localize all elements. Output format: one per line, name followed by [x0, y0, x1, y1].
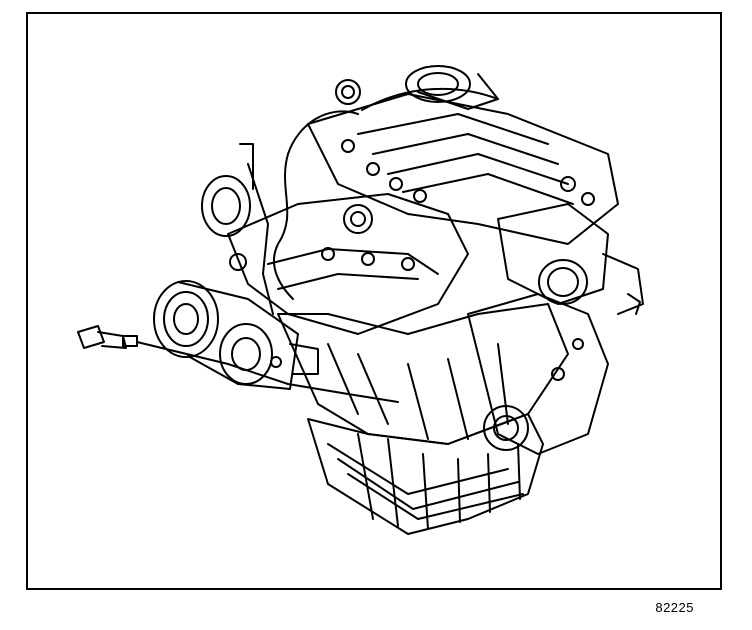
engine-block: [277, 303, 569, 445]
valve-cover-front: [227, 193, 469, 335]
sensor-connector: [77, 325, 399, 403]
ac-compressor: [153, 280, 319, 390]
timing-cover: [467, 293, 609, 455]
wiring-harness: [273, 79, 499, 300]
alternator: [405, 65, 499, 110]
water-pump: [201, 143, 274, 315]
intake-manifold: [307, 93, 619, 245]
throttle-body: [497, 203, 644, 315]
illustration-frame: [26, 12, 722, 590]
engine-illustration: [77, 65, 644, 535]
figure-reference-number: 82225: [655, 600, 694, 615]
